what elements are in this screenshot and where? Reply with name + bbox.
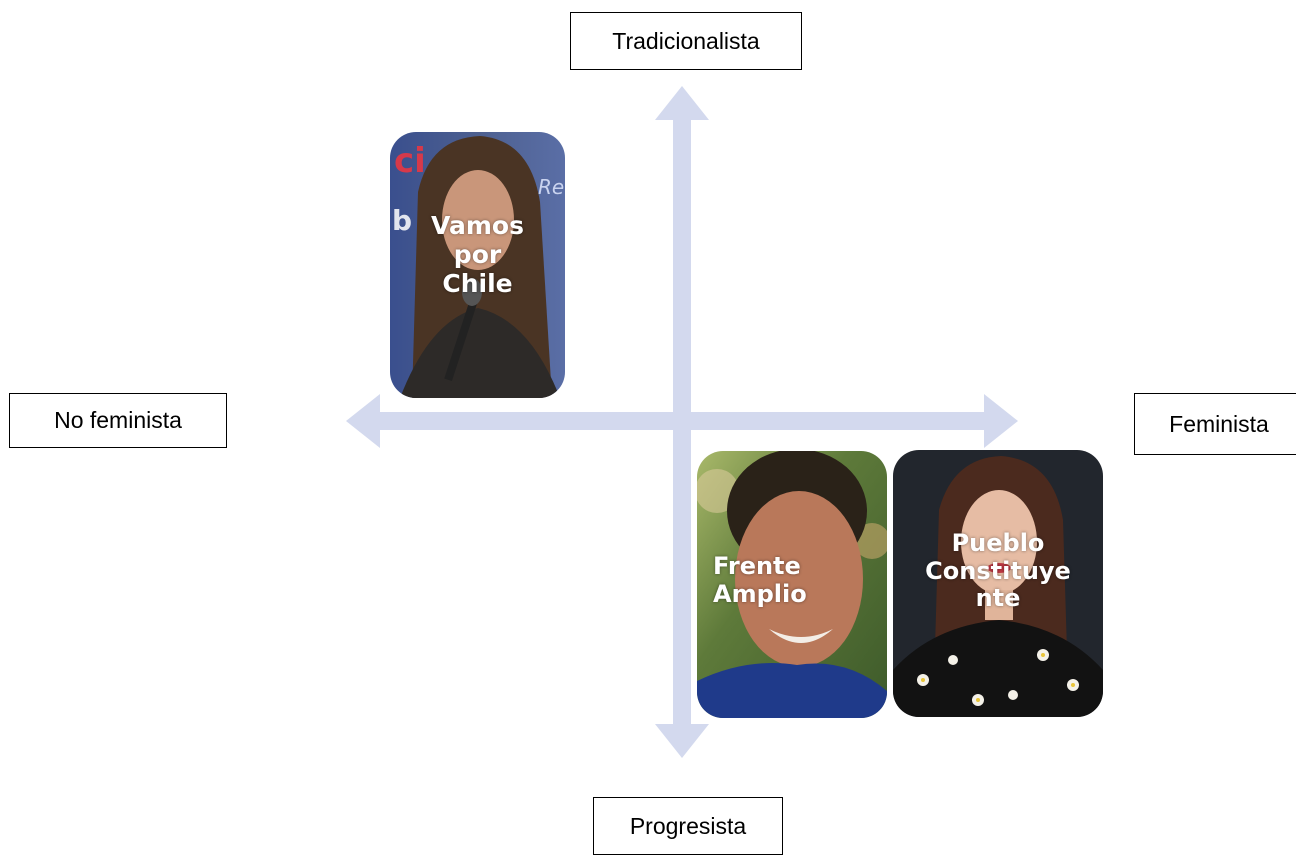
axis-label-top: Tradicionalista — [570, 12, 802, 70]
axis-label-bottom: Progresista — [593, 797, 783, 855]
svg-text:ci: ci — [394, 141, 426, 181]
portrait-photo: ci b Re — [390, 132, 565, 398]
card-label-text: Vamos por Chile — [431, 211, 524, 298]
card-label: Frente Amplio — [697, 552, 887, 608]
card-label-text: Pueblo Constituye nte — [925, 529, 1071, 613]
card-label: Vamos por Chile — [390, 211, 565, 298]
vertical-axis-arrow — [655, 86, 709, 758]
portrait-photo — [893, 450, 1103, 717]
svg-text:b: b — [392, 204, 412, 237]
candidate-card-pueblo-constituyente: Pueblo Constituye nte — [893, 450, 1103, 717]
candidate-card-frente-amplio: Frente Amplio — [697, 451, 887, 718]
card-label: Pueblo Constituye nte — [893, 529, 1103, 613]
axis-label-left: No feminista — [9, 393, 227, 448]
candidate-card-vamos-por-chile: ci b Re Vamos por Chile — [390, 132, 565, 398]
portrait-photo — [697, 451, 887, 718]
axis-label-right: Feminista — [1134, 393, 1296, 455]
card-label-text: Frente Amplio — [713, 552, 807, 608]
svg-text:Re: Re — [538, 175, 564, 199]
